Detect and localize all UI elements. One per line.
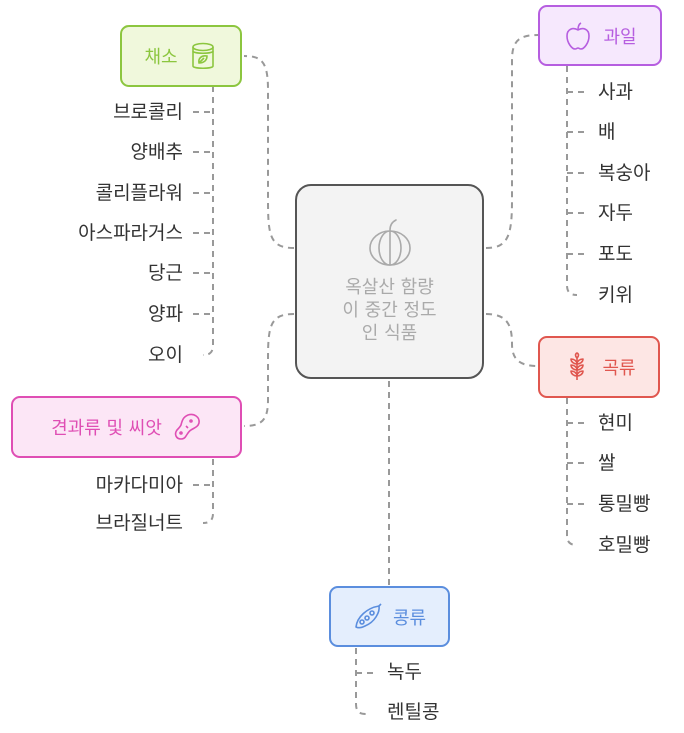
category-legumes[interactable]: 콩류 [329,586,450,647]
central-topic[interactable]: 옥살산 함량 이 중간 정도 인 식품 [295,184,484,379]
spine-grains [566,398,578,546]
list-item: 현미 [598,412,633,434]
list-item: 사과 [598,81,633,103]
list-item: 마카다미아 [95,474,183,496]
peanut-icon [174,413,200,440]
list-item: 쌀 [598,452,616,474]
spine-vegetables [202,86,214,356]
can-icon [191,42,214,70]
category-label-fruits: 과일 [603,26,637,48]
list-item: 양파 [148,303,183,325]
list-item: 브라질너트 [95,512,183,534]
wheat-icon [570,352,585,380]
list-item: 키위 [598,284,633,306]
category-label-legumes: 콩류 [392,607,427,629]
list-item: 배 [598,121,616,143]
list-item: 렌틸콩 [387,701,440,723]
list-item: 자두 [598,202,633,224]
spine-fruits [566,66,578,296]
list-item: 녹두 [387,661,422,683]
category-nuts-and-seeds[interactable]: 견과류 및 씨앗 [11,396,242,458]
list-item: 콜리플라워 [95,182,183,204]
list-item: 아스파라거스 [78,222,183,244]
list-item: 브로콜리 [113,101,183,123]
category-label-nuts: 견과류 및 씨앗 [51,418,162,439]
central-title-line-2: 이 중간 정도 [342,300,437,321]
peapod-icon [355,602,382,628]
category-label-grains: 곡류 [602,358,636,379]
link-fruits [485,34,539,249]
list-item: 오이 [148,344,183,366]
list-item: 양배추 [130,141,183,163]
spine-legumes [355,648,367,715]
list-item: 통밀빵 [598,493,651,515]
list-item: 당근 [148,262,183,284]
link-nuts [243,313,295,427]
central-title-line-3: 인 식품 [361,323,418,344]
link-vegetables [243,55,295,249]
central-title-line-1: 옥살산 함량 [345,277,434,298]
pumpkin-icon [368,219,411,266]
list-item: 복숭아 [598,162,651,184]
list-item: 포도 [598,243,633,265]
category-vegetables[interactable]: 채소 [120,25,242,87]
link-grains [485,313,539,367]
spine-nuts [202,459,214,524]
category-grains[interactable]: 곡류 [538,336,660,398]
category-fruits[interactable]: 과일 [538,5,662,66]
apple-icon [566,21,591,50]
list-item: 호밀빵 [598,534,651,556]
category-label-vegetables: 채소 [144,47,178,68]
